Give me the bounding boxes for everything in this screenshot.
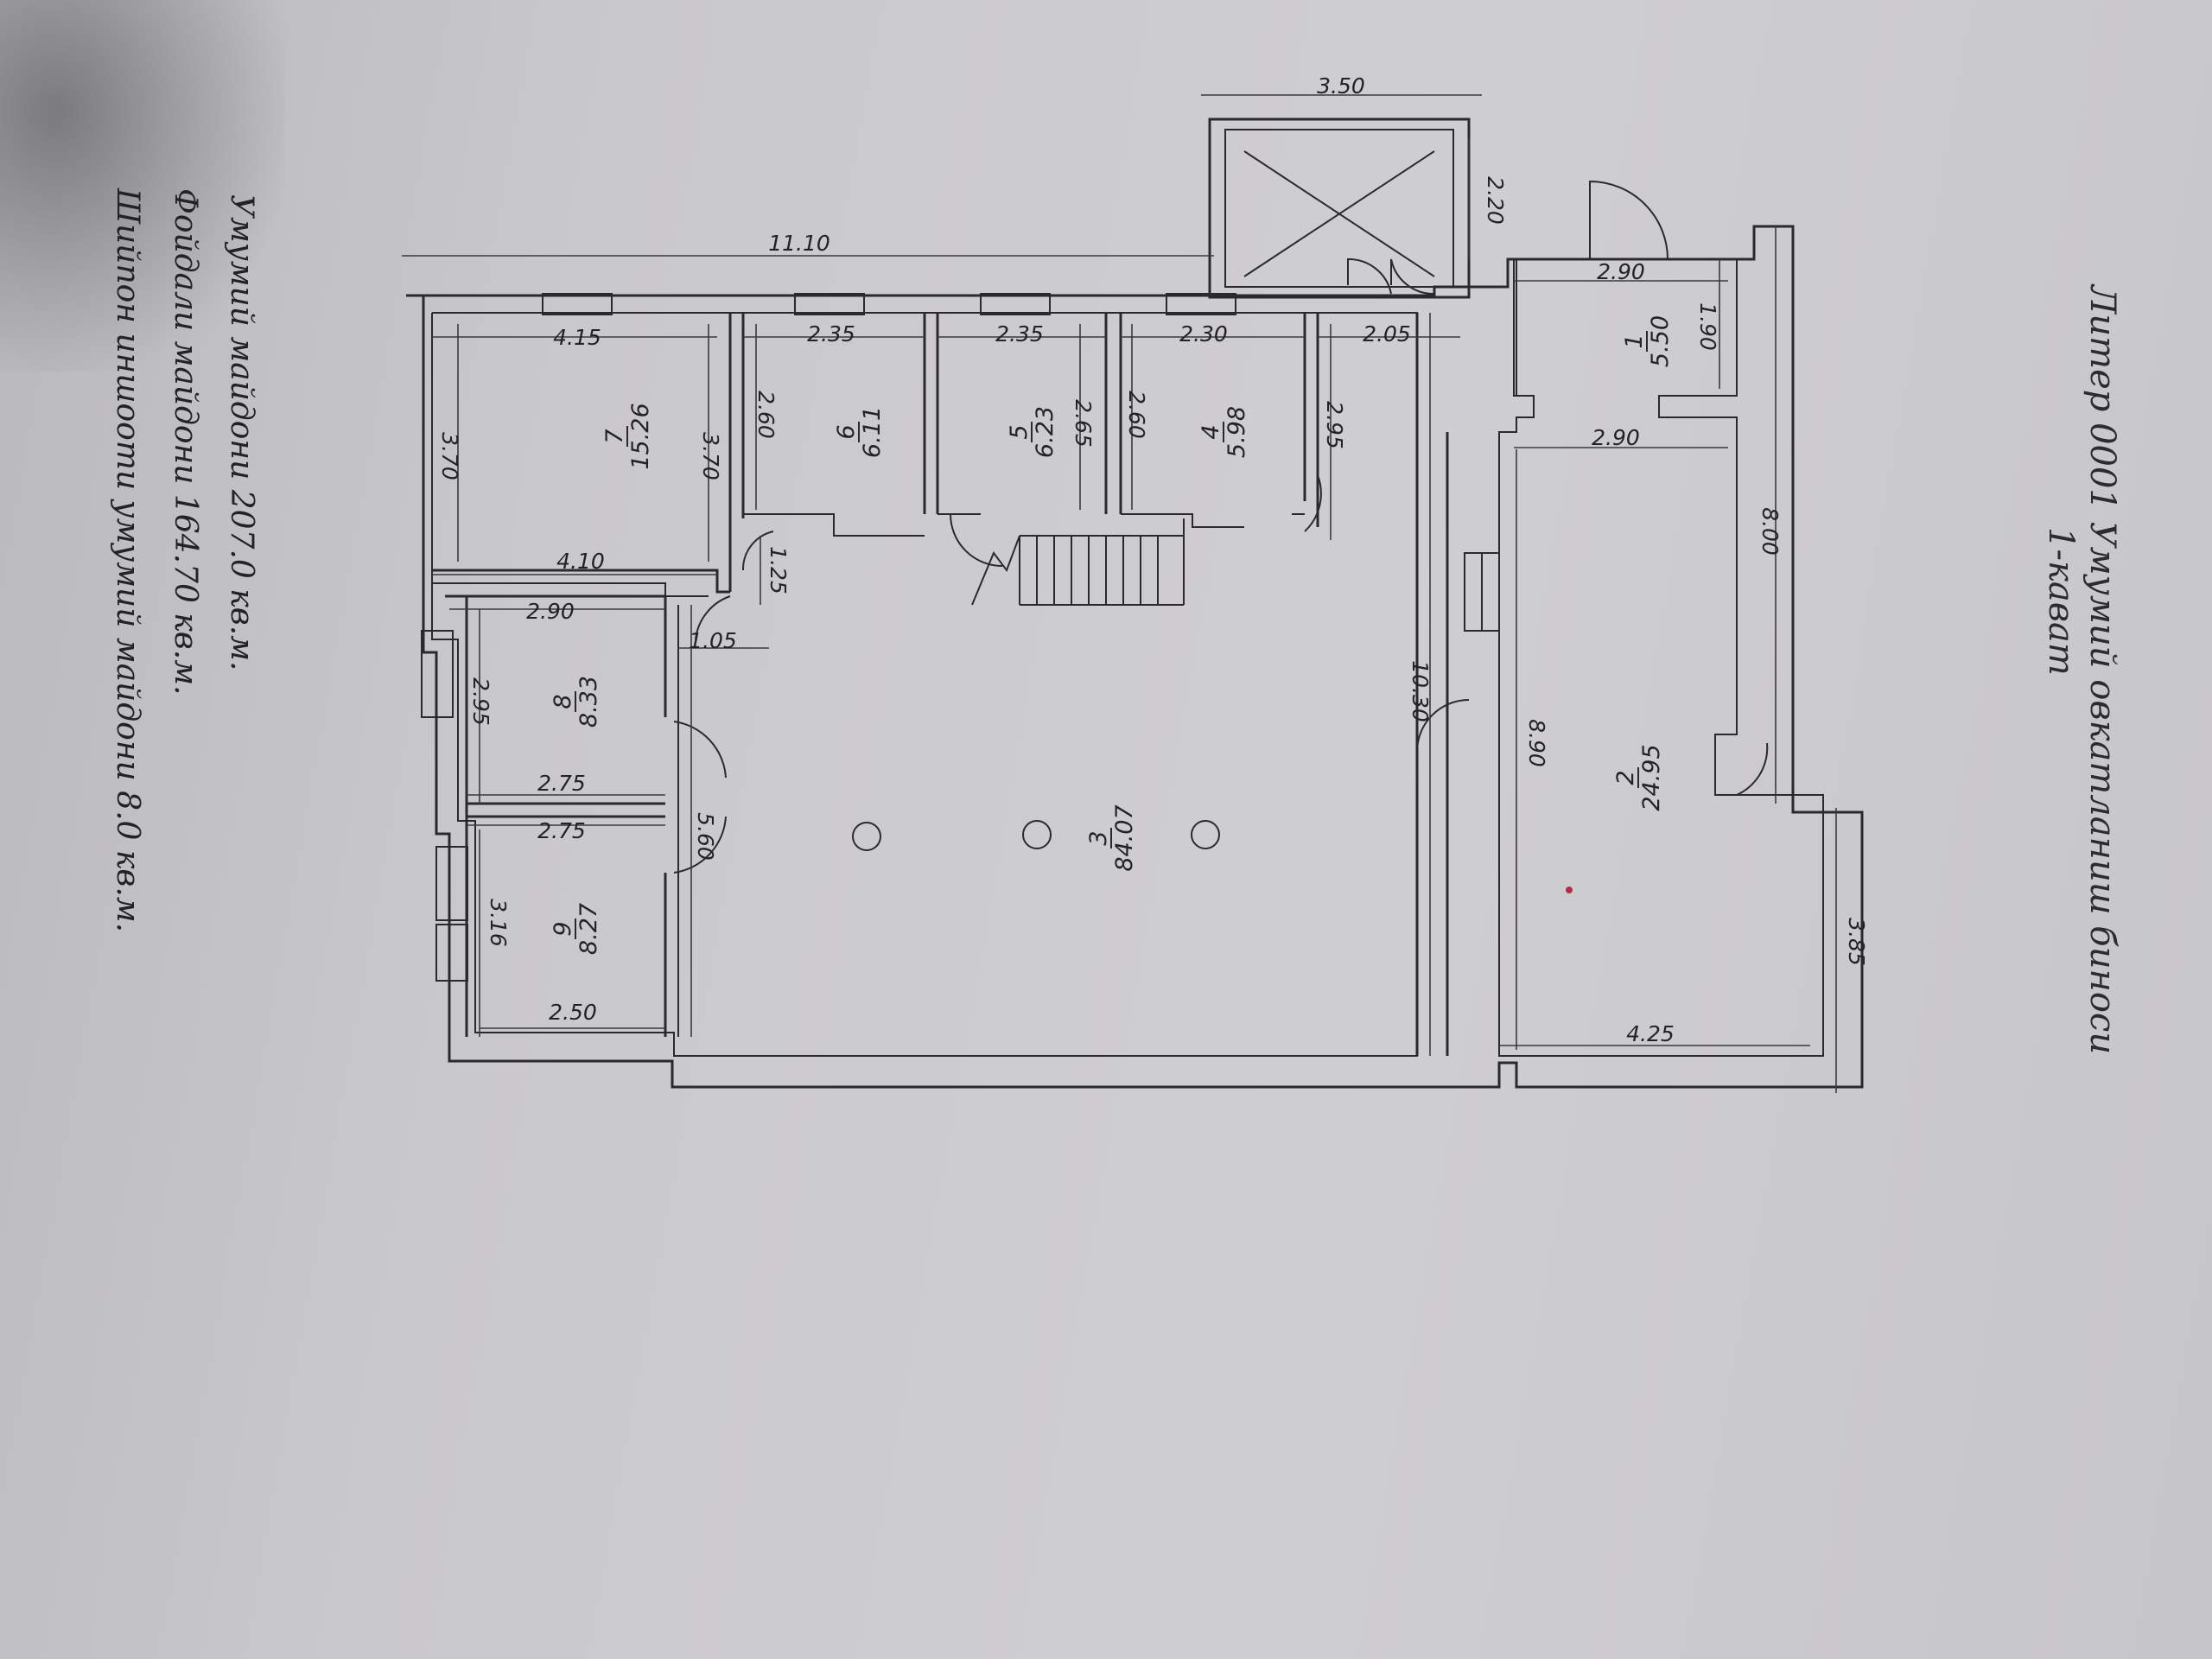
dim-label: 2.60 (1124, 391, 1149, 439)
dim-label: 4.10 (556, 549, 605, 574)
room-6-label: 6 6.11 (833, 406, 886, 458)
room-7-area: 15.26 (627, 403, 654, 469)
dimension-labels: 3.50 11.10 4.15 2.35 2.35 2.30 2.05 2.90… (437, 73, 1869, 1046)
dim-label: 3.70 (437, 432, 462, 480)
title-line-1: Литер 0001 Умумий овкатланиш биноси (2082, 283, 2122, 1054)
room-6-number: 6 (833, 424, 860, 439)
dim-label: 4.25 (1626, 1021, 1675, 1046)
room-5-label: 5 6.23 (1006, 406, 1058, 458)
room-labels: 1 5.50 2 24.95 3 84.07 4 5.98 5 6.23 6 6… (550, 315, 1674, 955)
dim-label: 2.60 (753, 391, 779, 439)
room-8-number: 8 (550, 694, 576, 709)
room-2-number: 2 (1612, 770, 1639, 785)
windows (421, 293, 1500, 982)
dim-label: 10.30 (1408, 660, 1433, 722)
dim-label: 5.60 (693, 812, 718, 861)
dim-label: 2.95 (1322, 401, 1347, 449)
dim-label: 2.35 (995, 321, 1044, 346)
dim-label: 2.90 (1592, 425, 1640, 450)
note-total-area: Умумий майдони 207.0 кв.м. (224, 194, 259, 671)
dim-label: 8.90 (1524, 719, 1549, 767)
dim-label: 2.90 (1597, 259, 1645, 284)
dim-label: 2.75 (537, 818, 586, 843)
room-9-number: 9 (550, 921, 576, 936)
dim-label: 3.85 (1844, 918, 1869, 966)
title-block: Литер 0001 Умумий овкатланиш биноси 1-ка… (2041, 283, 2122, 1054)
room-5-number: 5 (1006, 424, 1033, 439)
dim-label: 2.30 (1179, 321, 1228, 346)
dim-label: 1.05 (689, 628, 737, 653)
dim-label: 2.05 (1363, 321, 1411, 346)
room-1-number: 1 (1621, 334, 1648, 348)
dim-label: 3.16 (486, 899, 511, 947)
room-3-area: 84.07 (1111, 804, 1138, 871)
room-5-area: 6.23 (1032, 406, 1058, 458)
dim-label: 2.90 (526, 599, 575, 624)
dim-label: 2.50 (549, 1000, 597, 1025)
room-4-number: 4 (1198, 424, 1224, 439)
dim-label: 1.25 (766, 546, 791, 594)
room-3-number: 3 (1085, 830, 1112, 845)
room-8-area: 8.33 (575, 676, 602, 728)
dim-label: 11.10 (768, 231, 830, 256)
dim-label: 2.95 (468, 677, 493, 726)
room-6-area: 6.11 (859, 406, 886, 458)
doors (673, 180, 1769, 874)
room-7-label: 7 15.26 (601, 403, 654, 469)
red-dot (1566, 887, 1573, 893)
dim-label: 4.15 (553, 325, 601, 350)
room-4-area: 5.98 (1224, 406, 1250, 458)
room-9-label: 9 8.27 (550, 903, 602, 955)
room-1-label: 1 5.50 (1621, 315, 1674, 367)
room-1-area: 5.50 (1647, 315, 1674, 367)
dim-label: 3.50 (1317, 73, 1365, 99)
room-2-label: 2 24.95 (1612, 744, 1665, 810)
title-line-2: 1-кават (2041, 527, 2081, 676)
dim-label: 2.65 (1071, 399, 1096, 448)
dim-label: 2.75 (537, 771, 586, 796)
room-4-label: 4 5.98 (1198, 406, 1250, 458)
dim-label: 2.20 (1483, 176, 1508, 225)
photo-shadow (0, 0, 285, 372)
dim-label: 1.90 (1695, 302, 1720, 351)
area-notes: Умумий майдони 207.0 кв.м. Фойдали майдо… (110, 188, 259, 932)
dim-label: 2.35 (807, 321, 855, 346)
staircase (971, 518, 1185, 606)
outer-wall (406, 225, 1864, 1089)
room-3-label: 3 84.07 (1085, 804, 1138, 871)
room-2-area: 24.95 (1638, 744, 1665, 810)
room-9-area: 8.27 (575, 903, 602, 955)
room-8-label: 8 8.33 (550, 676, 602, 728)
note-canopy-area: Шийпон иншооти умумий майдони 8.0 кв.м. (110, 188, 145, 932)
dimension-lines (402, 94, 1837, 1093)
dim-label: 3.70 (698, 432, 723, 480)
note-useful-area: Фойдали майдони 164.70 кв.м. (168, 188, 203, 696)
dim-label: 8.00 (1758, 507, 1783, 556)
columns (852, 820, 1220, 851)
room-7-number: 7 (601, 429, 628, 443)
